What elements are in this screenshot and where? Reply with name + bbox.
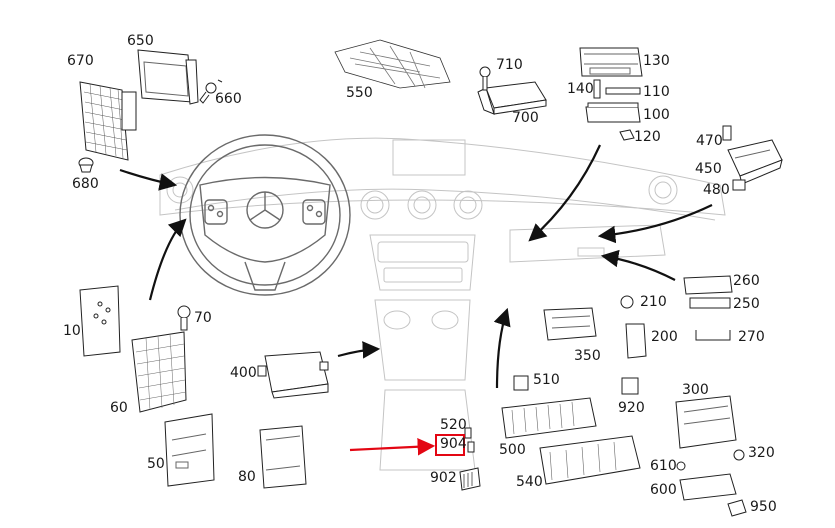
label-920: 920 [618, 400, 645, 416]
label-550: 550 [346, 85, 373, 101]
part-210-nut [620, 295, 634, 309]
label-80: 80 [238, 469, 256, 485]
label-300: 300 [682, 382, 709, 398]
label-480: 480 [703, 182, 730, 198]
part-600-module [679, 473, 737, 501]
part-110-strip [605, 87, 641, 95]
label-50: 50 [147, 456, 165, 472]
part-450-module [727, 139, 783, 185]
label-660: 660 [215, 91, 242, 107]
label-320: 320 [748, 445, 775, 461]
label-270: 270 [738, 329, 765, 345]
label-100: 100 [643, 107, 670, 123]
part-350-module [543, 307, 597, 341]
label-70: 70 [194, 310, 212, 326]
part-80-module [259, 425, 307, 489]
part-660-screw [199, 79, 223, 104]
label-470: 470 [696, 133, 723, 149]
part-904-fuse [467, 441, 475, 453]
label-700: 700 [512, 110, 539, 126]
label-140: 140 [567, 81, 594, 97]
part-470-connector [722, 125, 732, 141]
part-60-bracket [131, 331, 187, 413]
part-120-clip [619, 129, 635, 141]
label-260: 260 [733, 273, 760, 289]
part-50-module [164, 413, 215, 487]
part-700-module [477, 81, 547, 115]
label-670: 670 [67, 53, 94, 69]
label-200: 200 [651, 329, 678, 345]
label-904[interactable]: 904 [440, 436, 467, 452]
part-902-connector [459, 467, 481, 491]
part-650-module [137, 49, 199, 105]
part-70-bolt [177, 305, 191, 331]
part-920-connector [621, 377, 639, 395]
highlight-box-904 [435, 434, 465, 456]
label-540: 540 [516, 474, 543, 490]
label-60: 60 [110, 400, 128, 416]
label-10: 10 [63, 323, 81, 339]
part-540-fusebox [539, 435, 641, 485]
label-210: 210 [640, 294, 667, 310]
label-950: 950 [750, 499, 777, 515]
label-510: 510 [533, 372, 560, 388]
label-120: 120 [634, 129, 661, 145]
part-400-module [257, 351, 329, 399]
dashboard-outline [159, 137, 726, 471]
part-200-relay [625, 323, 647, 359]
part-500-fusebox [501, 397, 597, 439]
label-680: 680 [72, 176, 99, 192]
label-902: 902 [430, 470, 457, 486]
label-110: 110 [643, 84, 670, 100]
part-130-unit [579, 47, 643, 77]
steering-wheel [179, 134, 351, 296]
label-520: 520 [440, 417, 467, 433]
label-250: 250 [733, 296, 760, 312]
part-670-bracket [79, 81, 137, 161]
highlight-arrow [349, 437, 436, 456]
label-500: 500 [499, 442, 526, 458]
label-400: 400 [230, 365, 257, 381]
part-100-panel [585, 102, 641, 123]
label-450: 450 [695, 161, 722, 177]
part-480-plug [732, 179, 746, 191]
label-650: 650 [127, 33, 154, 49]
label-610: 610 [650, 458, 677, 474]
part-950-cap [727, 499, 747, 517]
part-550-mat [334, 39, 451, 89]
pointer-arrows [119, 144, 713, 389]
part-10-bracket [79, 285, 121, 357]
part-250-panel [689, 297, 731, 309]
label-710: 710 [496, 57, 523, 73]
part-320-washer [733, 449, 745, 461]
part-300-module [675, 395, 737, 449]
label-600: 600 [650, 482, 677, 498]
part-140-screw [593, 79, 601, 99]
label-350: 350 [574, 348, 601, 364]
part-270-bracket [695, 330, 731, 341]
label-130: 130 [643, 53, 670, 69]
part-260-panel [683, 275, 733, 295]
part-520-fuse [464, 427, 472, 439]
part-680-clip [78, 157, 94, 173]
part-710-bolt [479, 66, 491, 91]
part-510-relay [513, 375, 529, 391]
part-610-nut [676, 461, 686, 471]
